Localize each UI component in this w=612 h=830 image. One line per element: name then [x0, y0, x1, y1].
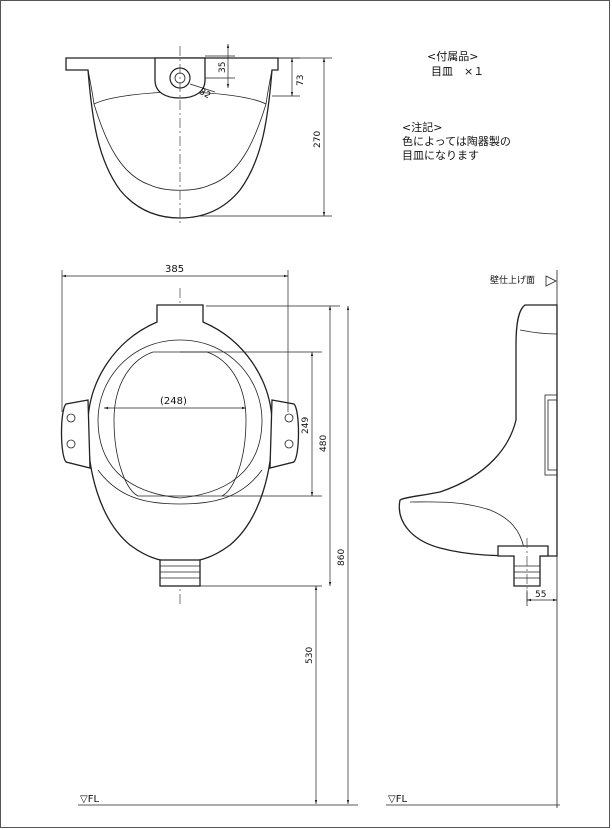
floor-label-right: ▽FL — [388, 794, 407, 805]
side-view: 壁仕上げ面 55 ▽FL — [386, 270, 560, 808]
dim-73-label: 73 — [296, 75, 306, 86]
top-view: 35 32 73 270 — [65, 44, 332, 225]
dim-55-label: 55 — [535, 590, 546, 600]
front-view-rim — [97, 339, 263, 499]
wall-finish-label: 壁仕上げ面 — [490, 274, 535, 286]
accessory-item: 目皿 ×１ — [431, 65, 485, 78]
floor-label-left: ▽FL — [80, 794, 99, 805]
side-view-body-outline — [398, 304, 558, 557]
remark-title: <注記> — [402, 121, 443, 134]
dim-480-label: 480 — [319, 435, 329, 452]
dim-530-label: 530 — [305, 647, 315, 664]
front-view: 385 (248) 249 480 860 530 ▽FL — [60, 264, 358, 806]
remark-line-2: 目皿になります — [402, 149, 479, 162]
remark-line-1: 色によっては陶器製の — [402, 135, 511, 148]
dim-860-label: 860 — [337, 549, 347, 566]
accessory-title: <付属品> — [427, 50, 479, 63]
dim-270-label: 270 — [313, 131, 323, 148]
dim-248-label: (248) — [160, 396, 187, 407]
front-view-left-lug — [60, 399, 91, 469]
dim-249-label: 249 — [301, 417, 311, 434]
dim-radius-label: 32 — [197, 87, 212, 101]
front-view-right-lug — [269, 399, 300, 469]
front-view-body-outline — [87, 304, 273, 563]
front-view-drain-outlet — [159, 559, 201, 587]
dim-385-label: 385 — [165, 264, 184, 275]
dim-35-label: 35 — [218, 62, 228, 73]
